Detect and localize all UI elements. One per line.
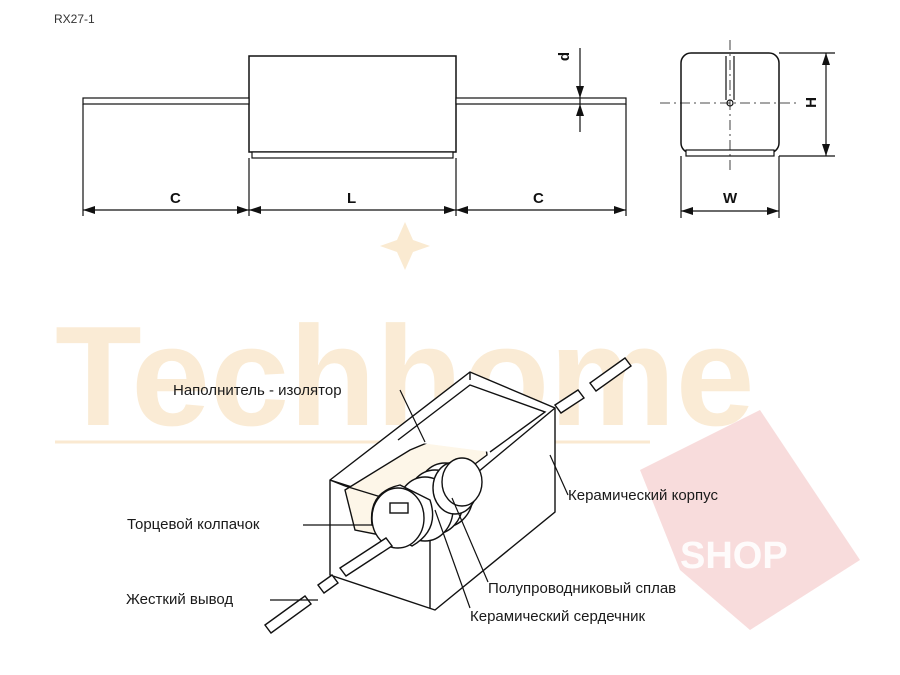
leads: [264, 357, 632, 634]
model-label: RX27-1: [54, 12, 95, 26]
lead-right: [455, 97, 627, 105]
shop-badge: SHOP: [640, 410, 860, 630]
sparkle-icon: [380, 222, 430, 270]
callout-lead: Жесткий вывод: [126, 591, 234, 608]
dim-c-left: C: [170, 190, 181, 207]
dim-h: H: [802, 97, 820, 108]
lead-left: [82, 97, 250, 105]
dim-d: d: [556, 51, 574, 62]
callout-end-cap: Торцевой колпачок: [127, 516, 260, 533]
dim-l: L: [347, 190, 357, 207]
callout-filler: Наполнитель - изолятор: [173, 382, 342, 399]
dim-c-right: C: [533, 190, 544, 207]
callout-core: Керамический сердечник: [470, 608, 646, 625]
callout-alloy: Полупроводниковый сплав: [488, 580, 677, 597]
badge-text: SHOP: [680, 535, 788, 577]
callout-body: Керамический корпус: [568, 487, 718, 504]
callout-lines: [270, 389, 569, 609]
resistor-body-side: [248, 55, 457, 153]
dim-w: W: [723, 190, 738, 207]
end-cap: [370, 484, 434, 549]
